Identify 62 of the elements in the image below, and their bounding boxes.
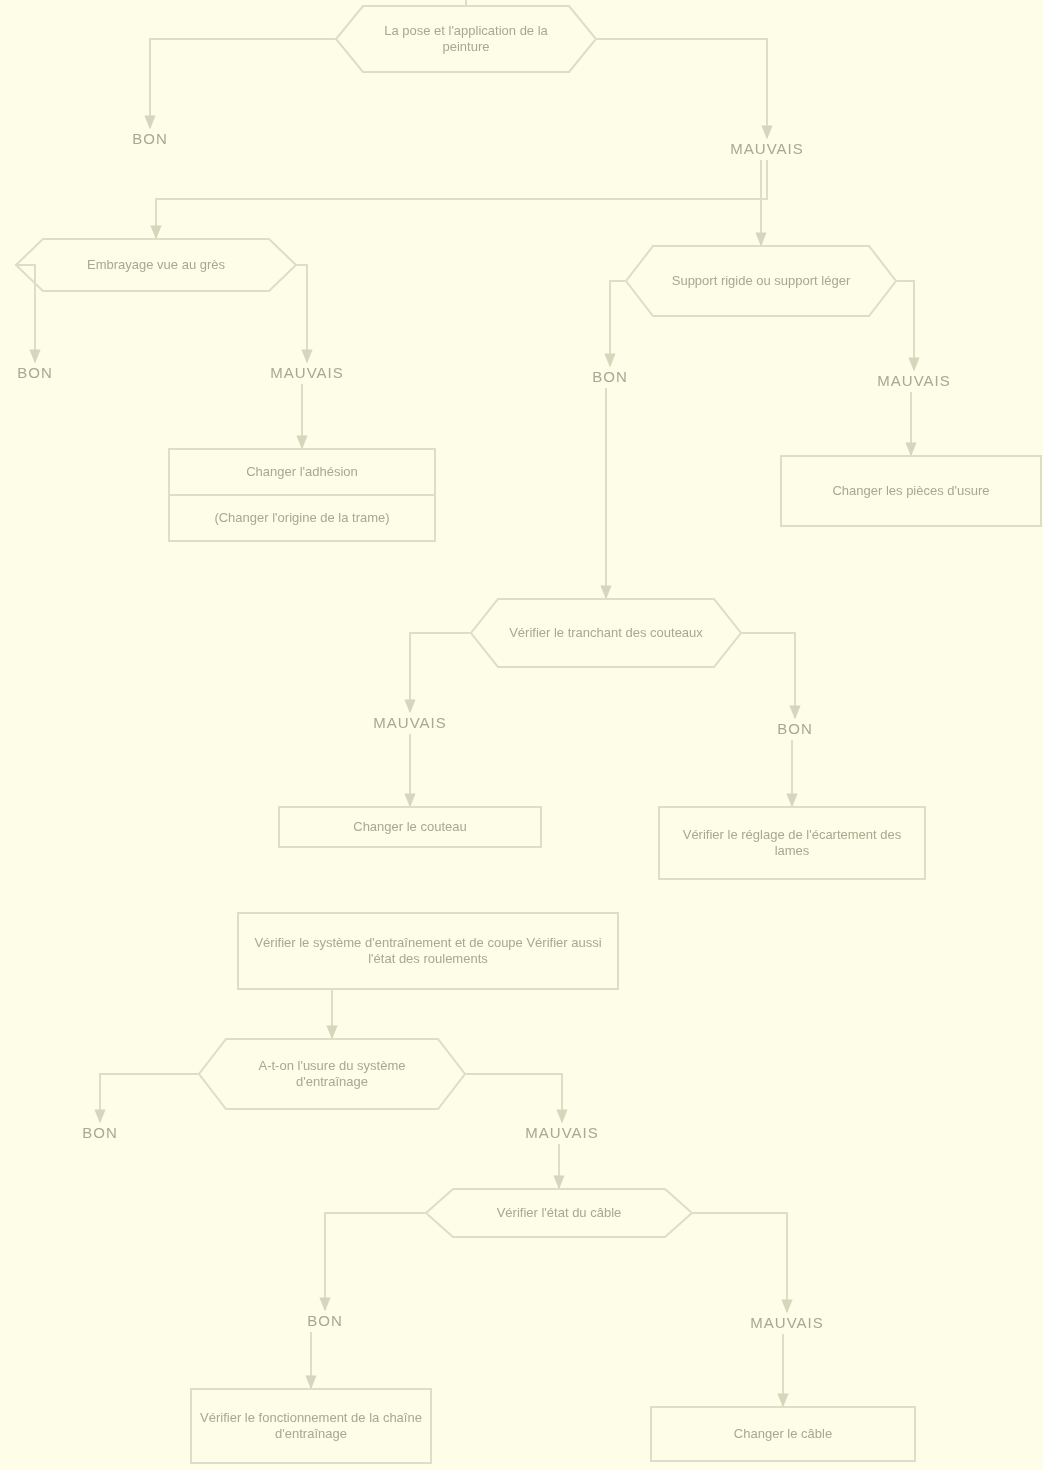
arrow bbox=[604, 280, 626, 368]
arrow bbox=[741, 632, 801, 720]
arrow bbox=[905, 391, 917, 457]
step-text: Changer les pièces d'usure bbox=[831, 482, 991, 500]
arrow bbox=[404, 632, 471, 714]
arrow bbox=[600, 387, 612, 600]
decision-hexagon bbox=[15, 238, 297, 292]
process-box bbox=[190, 1388, 432, 1464]
arrow bbox=[404, 733, 416, 808]
step-text: Changer l'adhésion bbox=[245, 463, 359, 481]
arrow bbox=[296, 264, 313, 364]
arrow bbox=[896, 280, 920, 372]
arrow bbox=[755, 159, 767, 247]
process-box bbox=[237, 912, 619, 990]
process-box bbox=[780, 455, 1042, 527]
outcome-label: BON bbox=[306, 1313, 344, 1329]
decision-hexagon bbox=[470, 598, 742, 668]
decision-text: La pose et l'application de la peinture bbox=[383, 22, 549, 56]
outcome-label: MAUVAIS bbox=[524, 1125, 600, 1141]
step-text: Vérifier le réglage de l'écartement des lames bbox=[681, 826, 903, 860]
decision-text: Vérifier l'état du câble bbox=[495, 1204, 623, 1222]
outcome-label: BON bbox=[16, 365, 54, 381]
decision-text: Vérifier le tranchant des couteaux bbox=[508, 624, 704, 642]
arrow bbox=[777, 1333, 789, 1408]
connector-line bbox=[465, 0, 467, 6]
outcome-label: BON bbox=[131, 131, 169, 147]
process-box bbox=[278, 806, 542, 848]
decision-hexagon bbox=[625, 245, 897, 317]
process-box bbox=[658, 806, 926, 880]
arrow bbox=[692, 1212, 793, 1314]
decision-text: A-t-on l'usure du système d'entraînage bbox=[257, 1057, 407, 1091]
step-text: Changer le couteau bbox=[352, 818, 468, 836]
outcome-label: BON bbox=[776, 721, 814, 737]
step-text: Changer le câble bbox=[732, 1425, 834, 1443]
arrow bbox=[465, 1073, 568, 1124]
outcome-label: BON bbox=[591, 369, 629, 385]
arrow bbox=[596, 38, 773, 140]
outcome-label: MAUVAIS bbox=[269, 365, 345, 381]
arrow bbox=[305, 1331, 317, 1390]
arrow bbox=[144, 38, 336, 130]
arrow bbox=[786, 739, 798, 808]
arrow bbox=[296, 383, 308, 450]
note-text: (Changer l'origine de la trame) bbox=[170, 494, 434, 540]
outcome-label: MAUVAIS bbox=[372, 715, 448, 731]
decision-hexagon bbox=[335, 5, 597, 73]
process-box bbox=[168, 448, 436, 542]
arrow bbox=[94, 1073, 199, 1124]
arrow bbox=[150, 159, 768, 240]
decision-text: Embrayage vue au grès bbox=[86, 256, 226, 274]
step-text: Vérifier le système d'entraînement et de coupe Vérifier aussi l'état des roulements bbox=[253, 934, 603, 968]
outcome-label: MAUVAIS bbox=[749, 1315, 825, 1331]
decision-hexagon bbox=[198, 1038, 466, 1110]
outcome-label: BON bbox=[81, 1125, 119, 1141]
arrow bbox=[326, 989, 338, 1040]
outcome-label: MAUVAIS bbox=[876, 373, 952, 389]
step-text: Vérifier le fonctionnement de la chaîne d'entraînage bbox=[199, 1409, 423, 1443]
arrow bbox=[319, 1212, 426, 1312]
decision-text: Support rigide ou support léger bbox=[670, 272, 852, 290]
process-box bbox=[650, 1406, 916, 1462]
decision-hexagon bbox=[425, 1188, 693, 1238]
arrow bbox=[553, 1143, 565, 1190]
outcome-label: MAUVAIS bbox=[729, 141, 805, 157]
